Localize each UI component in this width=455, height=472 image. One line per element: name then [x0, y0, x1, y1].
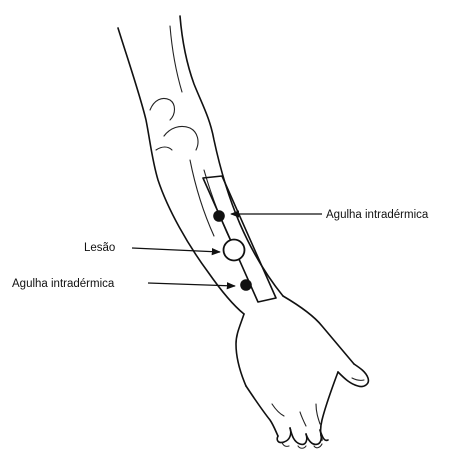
lesion-circle — [224, 240, 245, 261]
needle-mark-top — [213, 210, 225, 222]
needle-mark-bottom — [240, 279, 252, 291]
arm-outline — [118, 16, 368, 448]
arrow-lesion — [132, 248, 220, 252]
label-lesion: Lesão — [84, 242, 115, 254]
label-needle-top: Agulha intradérmica — [326, 209, 429, 221]
label-needle-bottom: Agulha intradérmica — [12, 278, 115, 290]
arrow-needle-bottom — [148, 283, 235, 286]
test-strip — [203, 176, 276, 302]
